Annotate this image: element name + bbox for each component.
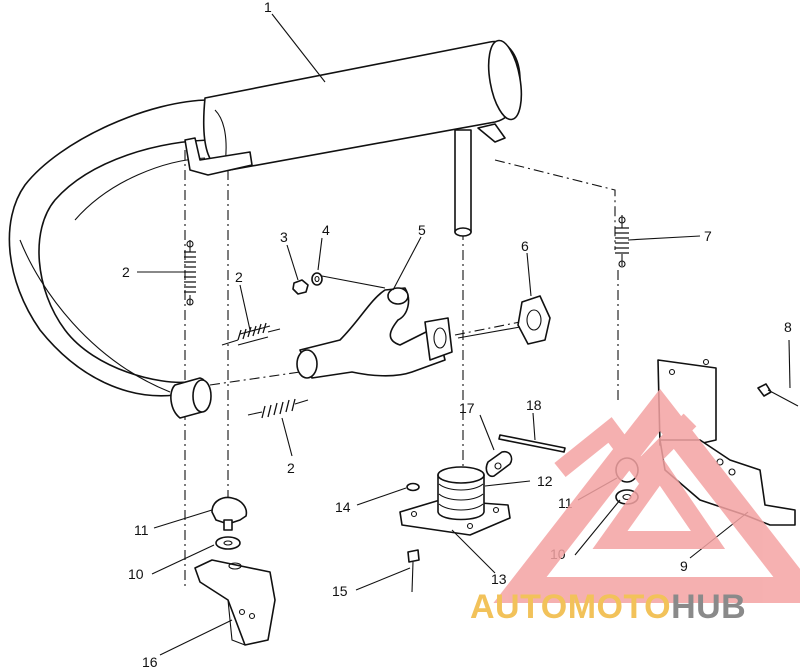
washer-14 (406, 482, 420, 492)
callout-11-left: 11 (134, 522, 149, 538)
washer-left (215, 536, 241, 550)
callout-7: 7 (704, 228, 712, 244)
callout-12: 12 (537, 473, 553, 489)
strap-18 (498, 434, 566, 453)
watermark-check-icon (554, 413, 697, 484)
spring-middle (221, 322, 281, 346)
callout-labels: 1 2 2 2 3 4 5 6 7 8 9 10 10 11 11 12 13 … (122, 0, 792, 669)
isolator-mount (399, 466, 511, 536)
washer-4 (311, 272, 323, 286)
callout-10-left: 10 (128, 566, 144, 582)
screw-15 (407, 549, 420, 593)
watermark-logo (493, 388, 800, 603)
callout-18: 18 (526, 397, 542, 413)
callout-2-left: 2 (122, 264, 130, 280)
callout-3: 3 (280, 229, 288, 245)
y-manifold (296, 287, 453, 379)
callout-4: 4 (322, 222, 330, 238)
watermark-word-automoto: AUTOMOTO (470, 588, 671, 626)
spring-right (615, 215, 629, 268)
callout-6: 6 (521, 238, 529, 254)
callout-14: 14 (335, 499, 351, 515)
svg-text:AUTOMOTOHUB: AUTOMOTOHUB (470, 588, 746, 626)
callout-2-middle: 2 (235, 269, 243, 285)
muffler-assembly (8, 39, 523, 419)
callout-17: 17 (459, 400, 475, 416)
callout-2-lower: 2 (287, 460, 295, 476)
bolt-8 (757, 383, 799, 407)
callout-1: 1 (264, 0, 272, 15)
clamp-17 (485, 450, 513, 478)
callout-5: 5 (418, 222, 426, 238)
spring-lower (247, 398, 309, 419)
watermark-text: AUTOMOTOHUB (470, 588, 746, 626)
watermark-word-hub: HUB (671, 588, 746, 626)
grommet-left (211, 496, 248, 531)
center-lines (184, 150, 619, 590)
callout-8: 8 (784, 319, 792, 335)
callout-9: 9 (680, 558, 688, 574)
callout-16: 16 (142, 654, 158, 669)
bracket-16 (194, 559, 276, 646)
spring-left-vertical (184, 240, 196, 306)
watermark-inner-triangle-icon (592, 454, 726, 549)
gasket-6 (517, 295, 551, 345)
nut-3 (292, 279, 309, 295)
callout-15: 15 (332, 583, 348, 599)
watermark-triangle-icon (493, 388, 800, 603)
callout-13: 13 (491, 571, 507, 587)
